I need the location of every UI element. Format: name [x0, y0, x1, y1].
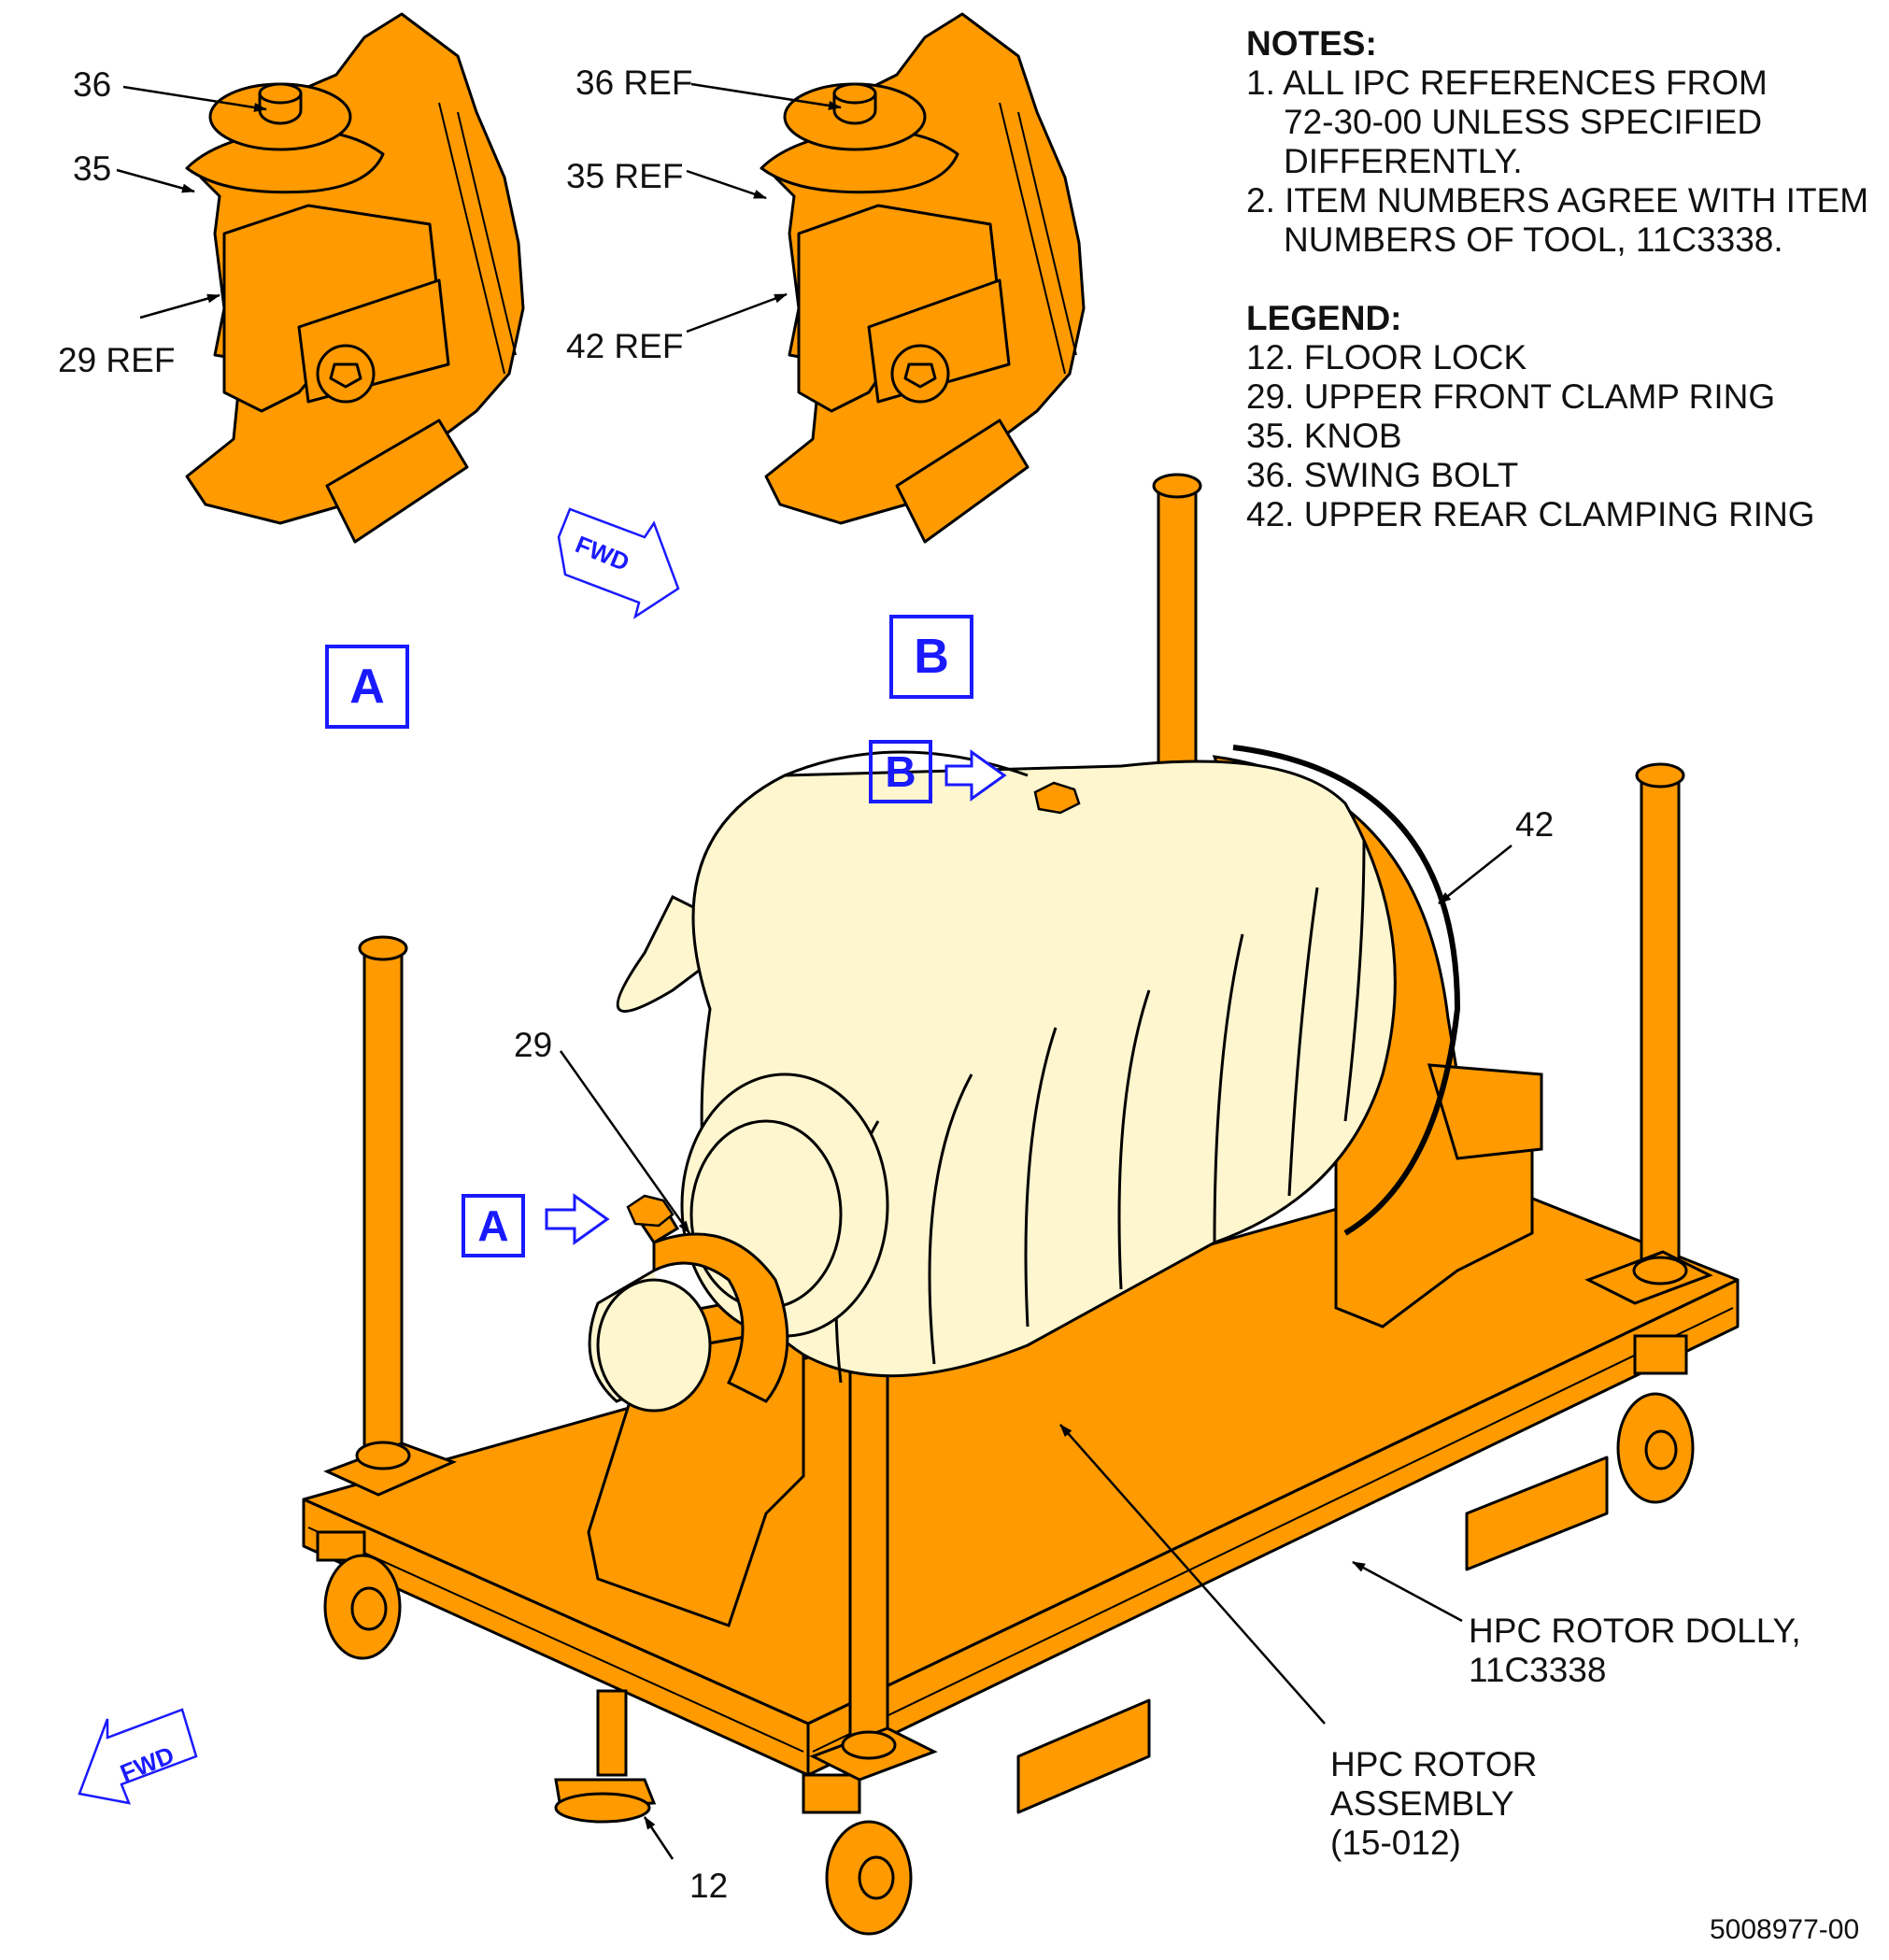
note-1-line-1: 1. ALL IPC REFERENCES FROM — [1246, 64, 1768, 102]
callout-rotor-line-1: HPC ROTOR — [1330, 1745, 1538, 1783]
figure-number: 5008977-00 — [1710, 1914, 1860, 1945]
legend-item-36: 36. SWING BOLT — [1246, 456, 1519, 494]
note-2-line-1: 2. ITEM NUMBERS AGREE WITH ITEM — [1246, 181, 1869, 220]
note-2-line-2: NUMBERS OF TOOL, 11C3338. — [1284, 220, 1783, 259]
floor-lock — [554, 1689, 657, 1824]
view-a-arrow — [545, 1193, 610, 1245]
legend-item-12: 12. FLOOR LOCK — [1246, 338, 1527, 376]
detail-b-label-36-ref: 36 REF — [575, 64, 693, 102]
notes-heading: NOTES: — [1246, 24, 1377, 63]
callout-12: 12 — [689, 1867, 729, 1905]
legend-item-42: 42. UPPER REAR CLAMPING RING — [1246, 495, 1815, 533]
callout-dolly-line-2: 11C3338 — [1469, 1651, 1607, 1689]
note-1-line-2: 72-30-00 UNLESS SPECIFIED — [1284, 103, 1763, 141]
callout-rotor-line-2: ASSEMBLY — [1330, 1784, 1514, 1823]
fwd-arrow-top: FWD — [557, 507, 680, 619]
main-leaders — [559, 845, 1513, 1860]
detail-a-label-36: 36 — [73, 65, 112, 104]
detail-a-clamp-drawing — [185, 12, 525, 544]
legend-item-29: 29. UPPER FRONT CLAMP RING — [1246, 377, 1776, 416]
detail-a-label-35: 35 — [73, 149, 112, 188]
fwd-arrow-bottom: FWD — [78, 1708, 198, 1805]
note-1-line-3: DIFFERENTLY. — [1284, 142, 1523, 180]
hpc-rotor — [588, 745, 1461, 1413]
detail-b-label-35-ref: 35 REF — [566, 157, 684, 195]
callout-42: 42 — [1515, 805, 1555, 844]
main-view-b-box: B — [869, 740, 932, 803]
detail-b-leaders — [686, 82, 842, 334]
notes-block: NOTES: 1. ALL IPC REFERENCES FROM 72-30-… — [1246, 24, 1868, 534]
dolly-wheels — [316, 1334, 1695, 1936]
callout-29: 29 — [514, 1026, 553, 1064]
callout-dolly-line-1: HPC ROTOR DOLLY, — [1469, 1612, 1801, 1650]
view-b-arrow — [944, 749, 1007, 802]
legend-heading: LEGEND: — [1246, 299, 1402, 337]
detail-b-view-box: B — [889, 615, 973, 699]
callout-rotor-line-3: (15-012) — [1330, 1824, 1461, 1862]
detail-b-label-42-ref: 42 REF — [566, 327, 684, 365]
detail-a-leaders — [116, 85, 267, 320]
detail-b-clamp-drawing — [760, 12, 1086, 544]
dolly-posts — [323, 473, 1713, 1782]
knob-rear — [1033, 781, 1081, 815]
detail-a-view-box: A — [325, 645, 409, 729]
knob-front — [626, 1194, 675, 1228]
main-view-a-box: A — [462, 1194, 525, 1257]
detail-a-label-29-ref: 29 REF — [58, 341, 176, 379]
legend-item-35: 35. KNOB — [1246, 417, 1402, 455]
